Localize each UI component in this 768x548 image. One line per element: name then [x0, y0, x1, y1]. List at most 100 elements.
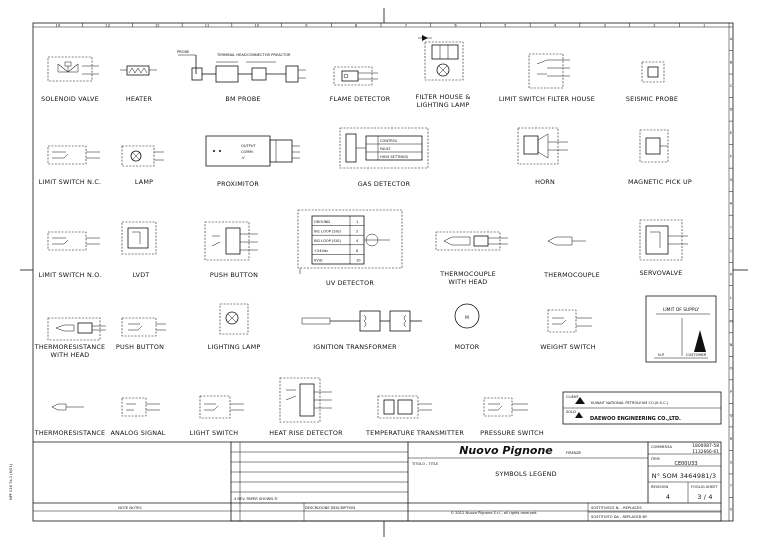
column-marker: 6 — [454, 23, 457, 27]
row-marker: G — [730, 178, 733, 182]
magnetic-pickup-label: MAGNETIC PICK UP — [628, 178, 692, 186]
flame-detector-label: FLAME DETECTOR — [330, 95, 391, 103]
row-marker: Q — [730, 413, 733, 417]
notes-header: NOTE NOTES — [118, 506, 142, 510]
item-tag: ITEM — [651, 457, 660, 461]
column-marker: 4 — [554, 23, 557, 27]
row-marker: E — [730, 131, 733, 135]
analog-signal-symbol — [121, 397, 160, 417]
row-marker: H — [730, 202, 733, 206]
weight-switch-symbol — [547, 309, 592, 333]
column-marker: 7 — [405, 23, 407, 27]
row-marker: P — [730, 390, 733, 394]
client-name-2: DAEWOO ENGINEERING CO.,LTD. — [590, 416, 681, 422]
limit-switch-filter-house-label: LIMIT SWITCH FILTER HOUSE — [499, 95, 595, 103]
thermocouple-head-symbol — [435, 231, 508, 251]
column-marker: 12 — [155, 23, 160, 27]
bm-probe-label: BM PROBE — [225, 95, 260, 103]
limit-switch-no-label: LIMIT SWITCH N.O. — [39, 271, 102, 279]
side-form-code: NPF 016 7a-1 (6/01) — [9, 463, 13, 500]
uv-row-5-pin: 10 — [356, 258, 361, 262]
lamp-label: LAMP — [135, 178, 153, 186]
thermoresistance-head-symbol — [47, 317, 106, 341]
push-button-1-symbol — [204, 221, 258, 261]
lvdt-label: LVDT — [133, 271, 150, 279]
row-marker: O — [730, 366, 733, 370]
push-button-2-label: PUSH BUTTON — [116, 343, 164, 351]
push-button-2-symbol — [121, 317, 166, 337]
replaces: SOSTITUISCE N. - REPLACES — [591, 506, 642, 510]
column-marker: 1 — [703, 23, 705, 27]
column-marker: 5 — [504, 23, 506, 27]
row-marker: T — [729, 484, 733, 488]
pressure-switch-label: PRESSURE SWITCH — [480, 429, 544, 437]
motor-letter: M — [465, 315, 469, 321]
thermocouple-head-label-2: WITH HEAD — [449, 278, 488, 286]
servovalve-label: SERVOVALVE — [640, 269, 683, 277]
row-marker: A — [730, 37, 733, 41]
column-marker: 3 — [604, 23, 606, 27]
revision-tag: REVISION — [651, 485, 668, 489]
replaced-by: SOSTITUITO DA - REPLACED BY — [591, 515, 648, 519]
motor-symbol — [454, 303, 480, 329]
document-number: N° SOM 3464981/3 — [652, 472, 717, 480]
client-tag-2: SOLD — [566, 410, 576, 414]
uv-detector-symbol — [297, 209, 403, 274]
limit-of-supply-box — [645, 295, 717, 363]
analog-signal-label: ANALOG SIGNAL — [110, 429, 165, 437]
gas-detector-control: CONTROL — [380, 139, 398, 143]
item-value: CE00U33 — [674, 461, 697, 467]
row-marker: D — [730, 108, 733, 112]
horn-label: HORN — [535, 178, 555, 186]
bm-probe-symbol — [178, 54, 306, 83]
uv-row-4-name: +24Vdc — [314, 249, 328, 253]
bm-probe-tag-connector: CONNECTOR PREACTOR — [247, 53, 291, 57]
commessa-1: 1800087-58 — [692, 443, 719, 449]
revision-row: 4 REV. PAPER SHOWN ® — [234, 497, 278, 501]
bm-probe-tag-head: TERMINAL HEAD — [216, 53, 247, 57]
lighting-lamp-label: LIGHTING LAMP — [208, 343, 261, 351]
commessa-2: 1132666-61 — [692, 449, 719, 455]
limit-switch-nc-symbol — [47, 145, 100, 165]
row-marker: I — [730, 225, 731, 229]
thermoresistance-head-label: THERMORESISTANCE — [34, 343, 105, 351]
limit-switch-no-symbol — [47, 231, 100, 251]
solenoid-valve-symbol — [47, 56, 99, 82]
heater-label: HEATER — [126, 95, 153, 103]
limit-np: N.P. — [658, 353, 665, 357]
limit-switch-nc-label: LIMIT SWITCH N.C. — [39, 178, 102, 186]
description-header: DESCRIZIONE DESCRIPTION — [305, 506, 355, 510]
magnetic-pickup-symbol — [639, 129, 669, 163]
copyright: © 2012 Nuovo Pignone S.r.l., all rights … — [450, 511, 537, 515]
row-marker: J — [729, 249, 731, 253]
thermocouple-symbol — [547, 236, 586, 246]
uv-row-1-pin: 1 — [356, 220, 358, 224]
proximitor-output: OUTPUT — [241, 144, 256, 148]
column-marker: 10 — [254, 23, 259, 27]
temperature-transmitter-label: TEMPERATURE TRANSMITTER — [365, 429, 464, 437]
thermoresistance-head-label-2: WITH HEAD — [51, 351, 90, 359]
thermocouple-label: THERMOCOUPLE — [543, 271, 600, 279]
thermoresistance-symbol — [51, 403, 84, 411]
temperature-transmitter-symbol — [377, 395, 432, 419]
column-marker: 13 — [105, 23, 110, 27]
proximitor-label: PROXIMITOR — [217, 180, 259, 188]
seismic-probe-label: SEISMIC PROBE — [626, 95, 678, 103]
proximitor-v: -V — [241, 156, 245, 160]
light-switch-symbol — [199, 395, 244, 419]
pressure-switch-symbol — [483, 397, 528, 417]
row-marker: U — [730, 508, 733, 512]
uv-row-3-pin: 4 — [356, 239, 359, 243]
thermoresistance-label: THERMORESISTANCE — [34, 429, 105, 437]
sheet-tag: FOGLIO-SHEET — [691, 485, 718, 489]
uv-row-3-name: IN2 LOOP (SIG) — [314, 239, 342, 243]
client-name-1: KUWAIT NATIONAL PETROLEUM CO.(K.S.C.) — [591, 401, 669, 405]
lvdt-symbol — [121, 221, 157, 255]
filter-house-symbol — [418, 35, 464, 81]
thermocouple-head-label: THERMOCOUPLE — [439, 270, 496, 278]
weight-switch-label: WEIGHT SWITCH — [540, 343, 596, 351]
